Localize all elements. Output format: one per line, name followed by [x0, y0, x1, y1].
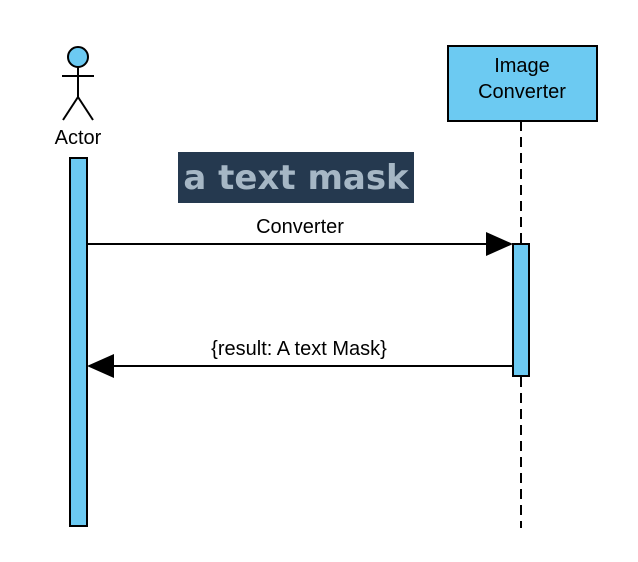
text-mask-image: a text mask [178, 152, 414, 203]
message-result-arrowhead [87, 354, 114, 378]
message-result-label: {result: A text Mask} [211, 338, 387, 360]
text-mask-image-bg [178, 152, 414, 203]
actor-head [67, 46, 89, 68]
actor-figure[interactable] [62, 46, 94, 121]
actor-label: Actor [55, 127, 102, 149]
message-converter-label: Converter [256, 216, 344, 238]
actor-activation-bar[interactable] [69, 157, 88, 527]
text-mask-image-text: a text mask [183, 158, 410, 198]
actor-left-leg [62, 96, 79, 121]
participant-image-converter[interactable]: Image Converter [447, 45, 598, 122]
participant-label-line2: Converter [478, 81, 566, 103]
actor-right-leg [77, 96, 94, 121]
participant-box [447, 45, 598, 122]
participant-label-line1: Image [494, 55, 550, 77]
message-converter[interactable]: Converter [87, 216, 513, 256]
message-converter-arrowhead [486, 232, 513, 256]
message-result[interactable]: {result: A text Mask} [87, 338, 512, 378]
converter-activation-bar[interactable] [512, 243, 530, 377]
